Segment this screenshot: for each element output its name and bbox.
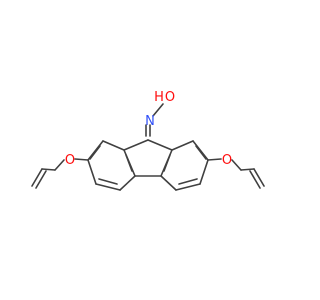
bond-n-o <box>152 103 164 117</box>
bond-c2-c3 <box>87 159 97 185</box>
atom-n-label: N <box>145 114 155 129</box>
bond-o-ch2-right <box>231 159 242 171</box>
bond-c3-c4 <box>95 183 121 191</box>
molecule-structure: H O N O O <box>31 90 265 191</box>
atom-o-ether-left-label: O <box>65 153 75 168</box>
bond-c8-c7-inner <box>195 145 207 160</box>
bond-c7-c6 <box>199 159 209 185</box>
atom-h-label: H <box>154 90 164 105</box>
bond-c1-c2-inner <box>89 145 101 160</box>
bond-c5-c4b <box>160 175 177 191</box>
bond-c8a-c4b-inner <box>163 154 171 172</box>
bond-c6-c5-inner <box>178 178 198 185</box>
bond-ch2-ch-left <box>41 168 56 171</box>
bond-o-ch2-left <box>54 159 65 171</box>
bond-c9-c8a <box>147 139 173 151</box>
bond-ch2-ch-right <box>240 168 255 171</box>
atom-label-layer: H O N O O <box>65 90 232 168</box>
bond-c6-c5 <box>175 183 201 191</box>
bond-c9a-c1 <box>102 140 125 151</box>
bond-c8a-c8 <box>171 140 194 151</box>
bond-c4-c4a <box>119 175 136 191</box>
atom-o-hydroxyl-label: O <box>165 90 175 105</box>
bond-ch-ch2-left-double <box>35 170 47 189</box>
bond-ch-ch2-right <box>253 168 265 187</box>
structure-canvas: H O N O O <box>31 90 265 191</box>
bond-ch-ch2-left <box>31 168 43 187</box>
bond-layer <box>31 103 265 191</box>
bond-c3-c4-inner <box>98 178 118 185</box>
bond-c8-c7 <box>192 140 209 161</box>
bond-c2-o <box>74 158 89 161</box>
atom-o-ether-right-label: O <box>222 153 232 168</box>
bond-c1-c2 <box>87 140 104 161</box>
bond-ch-ch2-right-double <box>249 170 261 189</box>
bond-c9-c9a <box>123 139 149 151</box>
bond-c7-o <box>207 158 222 161</box>
bond-c9a-c4a-inner <box>125 154 133 172</box>
